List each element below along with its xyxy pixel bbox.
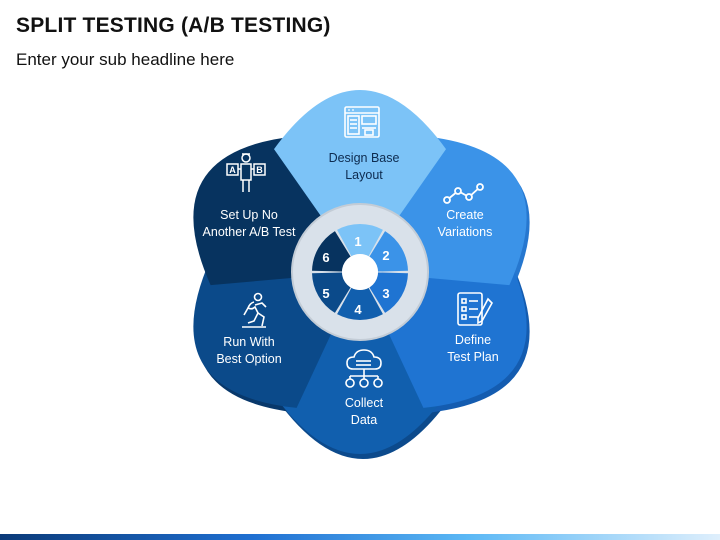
step-4-label: Collect Data bbox=[304, 395, 424, 429]
ab-letter-b: B bbox=[256, 165, 263, 175]
step-3-label: Define Test Plan bbox=[413, 332, 533, 366]
layout-icon bbox=[344, 106, 380, 138]
step-icons: A B bbox=[226, 106, 493, 388]
step-2-label-line1: Create bbox=[446, 208, 484, 222]
runner-icon bbox=[242, 292, 267, 328]
step-5-number: 5 bbox=[322, 286, 330, 301]
step-6-label-line1: Set Up No bbox=[220, 208, 278, 222]
step-2-number: 2 bbox=[382, 248, 390, 263]
page-title: SPLIT TESTING (A/B TESTING) bbox=[16, 14, 331, 37]
step-4-center-segment bbox=[337, 287, 383, 321]
step-3-label-line2: Test Plan bbox=[447, 350, 499, 364]
step-1-label-line1: Design Base bbox=[328, 151, 400, 165]
ab-person-icon: A B bbox=[226, 153, 266, 192]
step-1-petal bbox=[274, 90, 446, 227]
step-6-label: Set Up No Another A/B Test bbox=[189, 207, 309, 241]
ab-letter-a: A bbox=[229, 165, 236, 175]
page-subtitle: Enter your sub headline here bbox=[16, 50, 235, 69]
step-2-center-segment bbox=[369, 231, 408, 272]
step-5-label-line2: Best Option bbox=[216, 352, 282, 366]
step-3-center-segment bbox=[369, 272, 408, 313]
step-6-center-segment bbox=[312, 231, 351, 272]
step-4-label-line2: Data bbox=[350, 413, 378, 427]
line-chart-icon bbox=[443, 183, 484, 204]
step-2-label: Create Variations bbox=[405, 207, 525, 241]
step-3-number: 3 bbox=[382, 286, 390, 301]
center-hub bbox=[342, 254, 378, 290]
step-1-number: 1 bbox=[354, 234, 362, 249]
step-2-label-line2: Variations bbox=[437, 225, 493, 239]
footer-gradient-bar bbox=[0, 534, 720, 540]
step-3-label-line1: Define bbox=[454, 333, 492, 347]
step-1-label-line2: Layout bbox=[345, 168, 383, 182]
step-5-label-line1: Run With bbox=[223, 335, 275, 349]
step-1-label: Design Base Layout bbox=[304, 150, 424, 184]
step-5-label: Run With Best Option bbox=[189, 334, 309, 368]
step-4-label-line1: Collect bbox=[344, 396, 384, 410]
step-5-center-segment bbox=[312, 272, 351, 313]
step-1-center-segment bbox=[337, 224, 383, 257]
step-6-number: 6 bbox=[322, 250, 330, 265]
cloud-network-icon bbox=[345, 349, 383, 388]
checklist-icon bbox=[457, 292, 493, 326]
center-segments bbox=[312, 224, 408, 321]
step-6-label-line2: Another A/B Test bbox=[202, 225, 296, 239]
step-4-number: 4 bbox=[354, 302, 362, 317]
